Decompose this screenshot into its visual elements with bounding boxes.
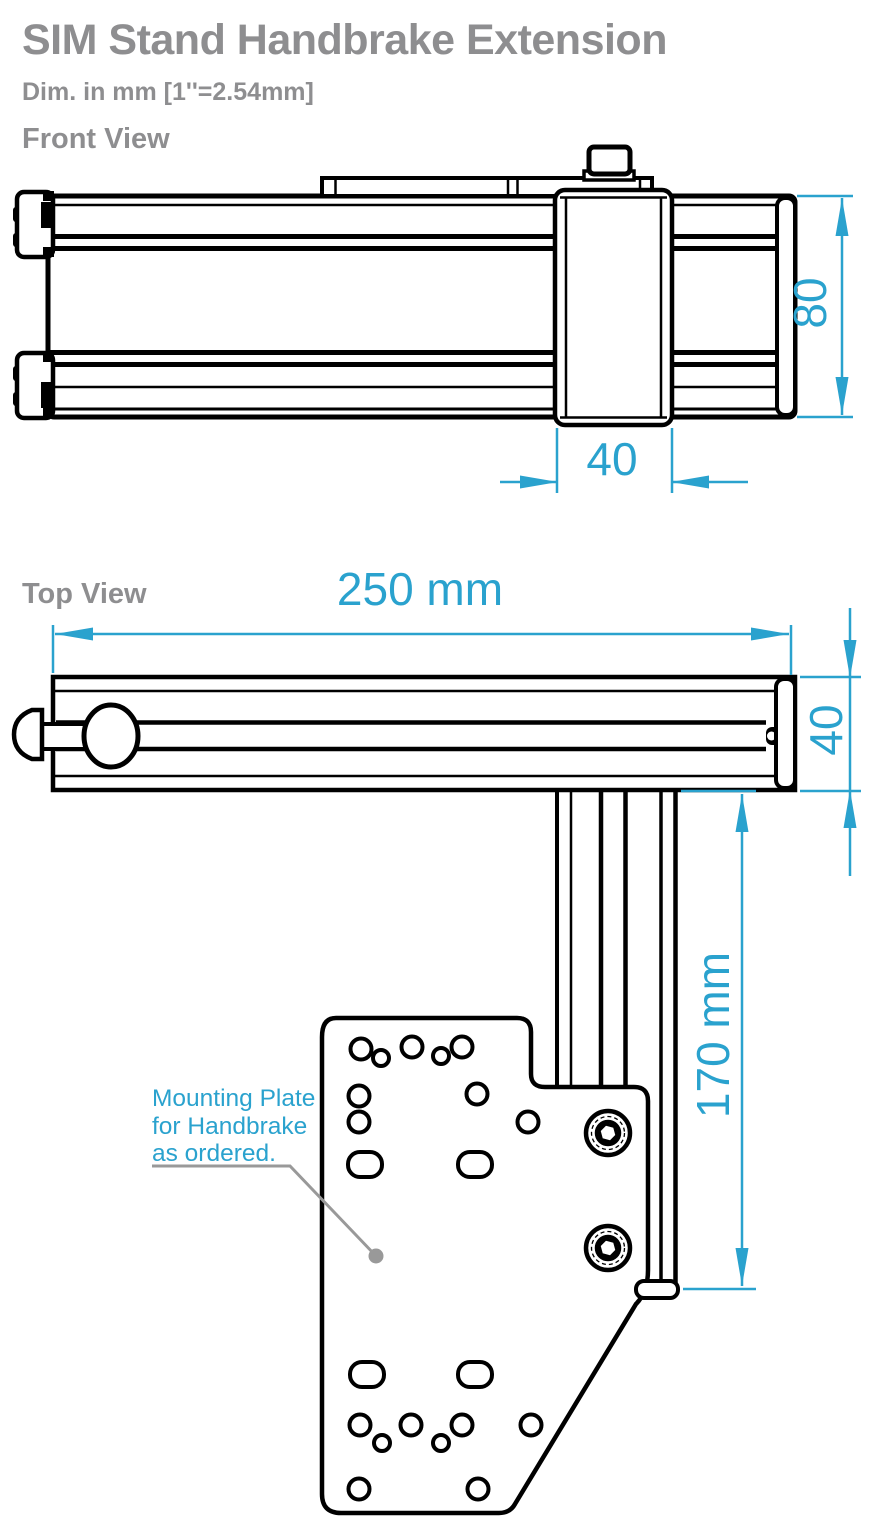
extension-arm	[555, 790, 678, 1283]
front-left-bracket-top	[13, 189, 56, 260]
mounting-plate-annotation: Mounting Plate for Handbrake as ordered.	[152, 1085, 384, 1264]
dimension-length-250: 250 mm	[51, 563, 793, 675]
front-view-drawing: 80 40	[13, 144, 853, 493]
front-left-bracket-bottom	[13, 350, 56, 421]
dim-40-top-text: 40	[800, 704, 852, 755]
front-slider-plate	[552, 187, 675, 428]
front-view-label: Front View	[22, 123, 170, 155]
page-title: SIM Stand Handbrake Extension	[22, 16, 667, 64]
extension-arm-foot	[634, 1279, 680, 1300]
annotation-line-3: as ordered.	[152, 1140, 276, 1167]
bolt-upper	[583, 1108, 633, 1158]
mounting-plate-holes	[346, 1034, 544, 1502]
annotation-line-1: Mounting Plate	[152, 1085, 315, 1112]
top-view-label: Top View	[22, 578, 147, 610]
dimension-width-40: 40	[800, 608, 861, 876]
top-view-drawing: 250 mm 40 170 mm Mounting Plate for Hand…	[11, 563, 861, 1516]
top-rail-slot-lines	[55, 689, 778, 778]
front-rail-end-cap	[775, 196, 797, 417]
front-rail-slot-lines	[50, 203, 780, 411]
annotation-line-2: for Handbrake	[152, 1113, 307, 1140]
dimension-extension-170: 170 mm	[681, 789, 756, 1291]
handle-grip	[11, 707, 45, 762]
top-rail-body	[50, 674, 798, 793]
handle-ball	[81, 702, 141, 770]
top-rail-end-cap	[774, 677, 797, 790]
dim-40-front-text: 40	[586, 433, 637, 485]
top-clamp-handle	[11, 702, 141, 770]
front-knob	[582, 144, 636, 182]
bolt-lower	[583, 1223, 633, 1273]
front-rail-body	[45, 193, 798, 420]
leader-dot	[368, 1248, 384, 1264]
dim-170-text: 170 mm	[687, 952, 739, 1118]
dim-250-text: 250 mm	[337, 563, 503, 615]
page-subtitle: Dim. in mm [1''=2.54mm]	[22, 78, 314, 106]
leader-line	[152, 1164, 378, 1258]
dimension-slider-40: 40	[500, 428, 748, 493]
dim-80-text: 80	[784, 277, 836, 328]
dimension-height-80: 80	[784, 194, 853, 419]
